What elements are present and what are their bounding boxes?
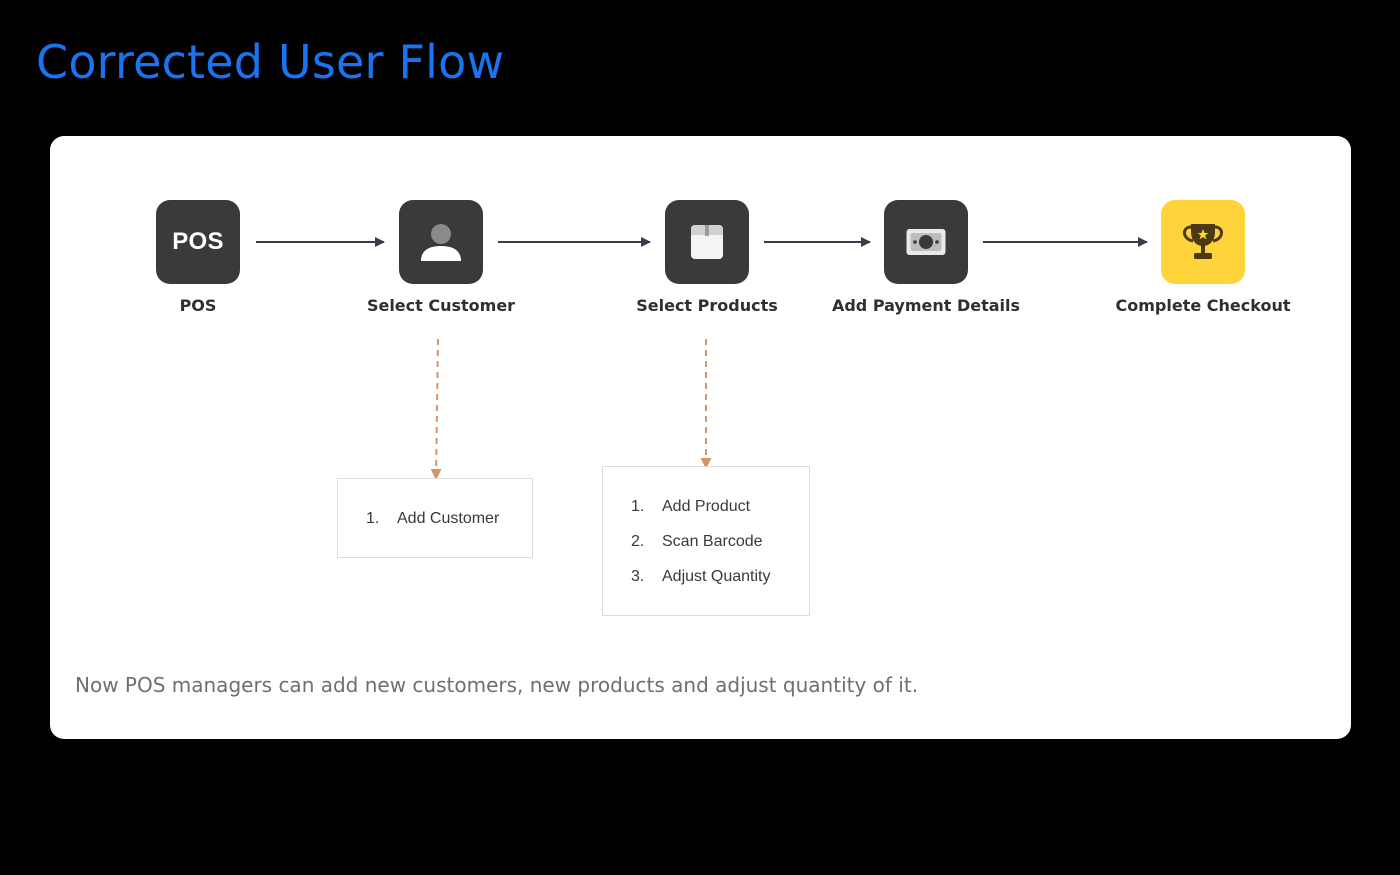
step-label-add-payment-details: Add Payment Details (831, 296, 1021, 315)
list-item-text: Add Customer (397, 510, 500, 527)
step-label-select-products: Select Products (636, 296, 778, 315)
list-item-text: Adjust Quantity (662, 568, 771, 585)
checkout-node-box[interactable] (1161, 200, 1245, 284)
connector-layer (256, 237, 1148, 480)
list-item-number: 1. (366, 510, 380, 527)
cash-icon (906, 229, 946, 255)
products-sublist: 1. Add Product 2. Scan Barcode 3. Adjust… (631, 489, 809, 594)
customer-sublist: 1. Add Customer (366, 501, 532, 536)
dashed-arrow-customer-sublist (430, 338, 442, 480)
step-label-pos: POS (179, 296, 217, 315)
payment-node-box[interactable] (884, 200, 968, 284)
pos-text-badge: POS (172, 228, 224, 255)
user-icon (421, 224, 461, 261)
list-item[interactable]: 3. Adjust Quantity (631, 559, 809, 594)
list-item-text: Add Product (662, 498, 751, 515)
list-item-number: 3. (631, 568, 645, 585)
page-title: Corrected User Flow (36, 35, 505, 89)
customer-node-box[interactable] (399, 200, 483, 284)
products-node-box[interactable] (665, 200, 749, 284)
list-item-number: 2. (631, 533, 645, 550)
products-sublist-box: 1. Add Product 2. Scan Barcode 3. Adjust… (602, 466, 810, 616)
list-item-text: Scan Barcode (662, 533, 763, 550)
list-item[interactable]: 1. Add Product (631, 489, 809, 524)
step-pos[interactable]: POS POS (88, 200, 308, 316)
list-item[interactable]: 1. Add Customer (366, 501, 532, 536)
footnote: Now POS managers can add new customers, … (75, 673, 919, 697)
pos-node-box[interactable]: POS (156, 200, 240, 284)
trophy-icon (1183, 224, 1223, 259)
list-item[interactable]: 2. Scan Barcode (631, 524, 809, 559)
step-add-payment-details[interactable]: Add Payment Details (816, 200, 1036, 316)
step-select-customer[interactable]: Select Customer (331, 200, 551, 316)
step-label-select-customer: Select Customer (366, 296, 516, 315)
step-label-complete-checkout: Complete Checkout (1115, 296, 1291, 315)
step-select-products[interactable]: Select Products (597, 200, 817, 316)
customer-sublist-box: 1. Add Customer (337, 478, 533, 558)
step-complete-checkout[interactable]: Complete Checkout (1093, 200, 1313, 316)
list-item-number: 1. (631, 498, 645, 515)
box-icon (691, 225, 723, 259)
flow-card: POS POS Select Customer Select Products (50, 136, 1351, 739)
